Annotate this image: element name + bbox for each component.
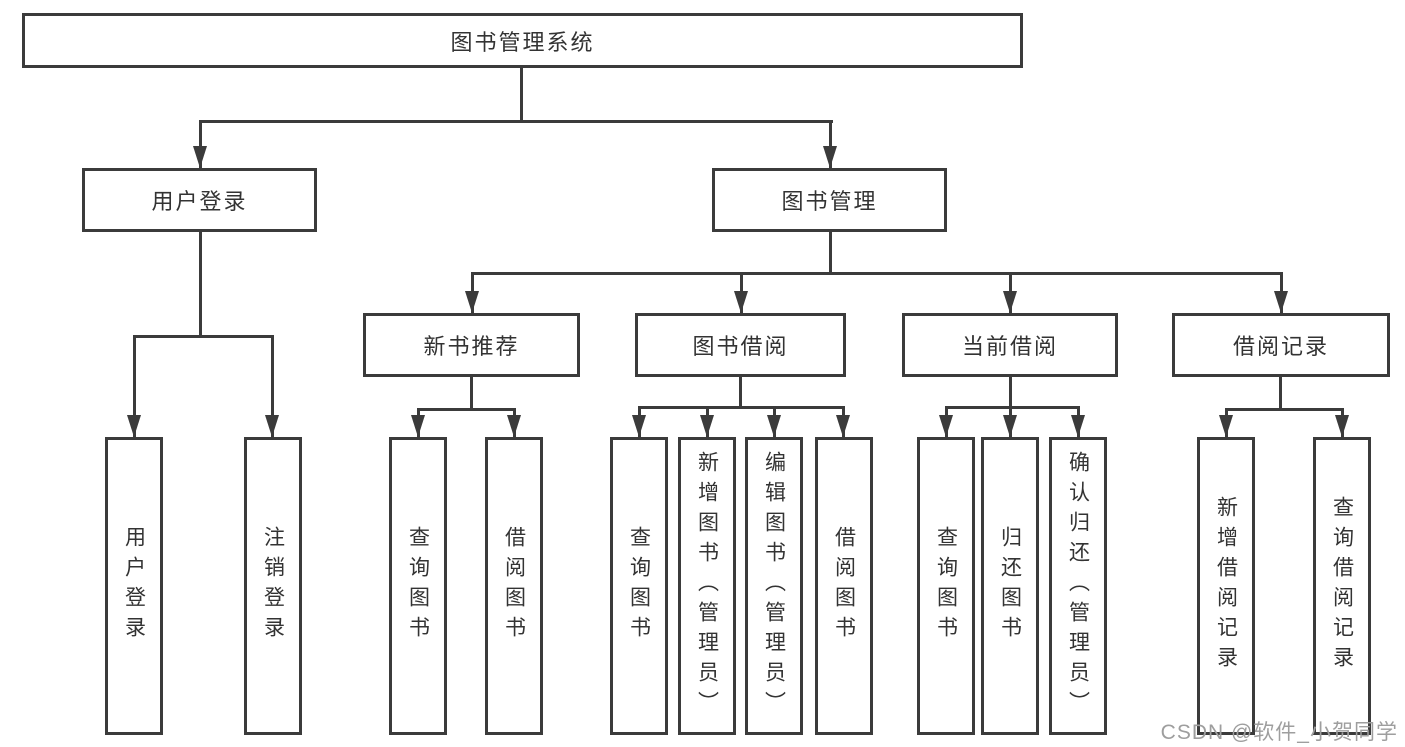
connector-recommend-stem xyxy=(470,377,473,408)
arrow-to-query-books-current xyxy=(939,415,953,437)
leaf-add-books-admin-label: 新增图书（管理员） xyxy=(695,451,719,721)
arrow-to-book-management xyxy=(823,146,837,168)
arrow-to-query-borrow-record xyxy=(1335,415,1349,437)
arrow-to-user-login xyxy=(193,146,207,168)
leaf-edit-books-admin: 编辑图书（管理员） xyxy=(745,437,803,735)
connector-records-bar xyxy=(1225,408,1344,411)
connector-book-mgmt-bar xyxy=(471,272,1282,275)
leaf-query-books-recommend: 查询图书 xyxy=(389,437,447,735)
arrow-to-add-borrow-record xyxy=(1219,415,1233,437)
leaf-borrow-books-recommend-label: 借阅图书 xyxy=(502,526,526,646)
connector-user-login-stem-b xyxy=(271,335,274,437)
connector-root-stem-right xyxy=(829,120,832,168)
node-borrow-records: 借阅记录 xyxy=(1172,313,1390,377)
connector-borrow-bar xyxy=(638,406,845,409)
leaf-borrow-books-recommend: 借阅图书 xyxy=(485,437,543,735)
arrow-to-borrow xyxy=(734,291,748,313)
node-book-management-label: 图书管理 xyxy=(781,189,878,214)
leaf-query-books-recommend-label: 查询图书 xyxy=(406,526,430,646)
arrow-to-borrow-books xyxy=(836,415,850,437)
arrow-to-query-books-borrow xyxy=(632,415,646,437)
node-root: 图书管理系统 xyxy=(22,13,1023,68)
leaf-query-books-borrow: 查询图书 xyxy=(610,437,668,735)
leaf-query-books-borrow-label: 查询图书 xyxy=(627,526,651,646)
arrow-to-records xyxy=(1274,291,1288,313)
leaf-borrow-books: 借阅图书 xyxy=(815,437,873,735)
connector-records-stem xyxy=(1279,377,1282,408)
node-new-book-recommend-label: 新书推荐 xyxy=(423,334,520,359)
leaf-add-borrow-record: 新增借阅记录 xyxy=(1197,437,1255,735)
arrow-to-return-books xyxy=(1003,415,1017,437)
watermark: CSDN @软件_小贺同学 xyxy=(1160,721,1398,744)
leaf-edit-books-admin-label: 编辑图书（管理员） xyxy=(762,451,786,721)
leaf-return-books-label: 归还图书 xyxy=(998,526,1022,646)
connector-current-stem xyxy=(1009,377,1012,406)
arrow-to-borrow-books-rec xyxy=(507,415,521,437)
connector-current-bar xyxy=(945,406,1080,409)
node-new-book-recommend: 新书推荐 xyxy=(363,313,580,377)
node-user-login: 用户登录 xyxy=(82,168,317,232)
leaf-add-books-admin: 新增图书（管理员） xyxy=(678,437,736,735)
node-book-management: 图书管理 xyxy=(712,168,947,232)
connector-recommend-bar xyxy=(417,408,516,411)
node-book-borrow-label: 图书借阅 xyxy=(692,334,789,359)
arrow-to-recommend xyxy=(465,291,479,313)
arrow-to-add-books xyxy=(700,415,714,437)
leaf-confirm-return-admin: 确认归还（管理员） xyxy=(1049,437,1107,735)
connector-book-mgmt-stem xyxy=(829,232,832,272)
arrow-to-leaf-logout xyxy=(265,415,279,437)
connector-root-stem xyxy=(520,68,523,120)
leaf-logout-login-label: 注销登录 xyxy=(261,526,285,646)
leaf-query-borrow-record: 查询借阅记录 xyxy=(1313,437,1371,735)
leaf-add-borrow-record-label: 新增借阅记录 xyxy=(1214,496,1238,676)
leaf-return-books: 归还图书 xyxy=(981,437,1039,735)
node-book-borrow: 图书借阅 xyxy=(635,313,846,377)
arrow-to-leaf-user-login xyxy=(127,415,141,437)
connector-root-stem-left xyxy=(199,120,202,168)
node-user-login-label: 用户登录 xyxy=(151,189,248,214)
connector-root-bar xyxy=(199,120,833,123)
arrow-to-edit-books xyxy=(767,415,781,437)
leaf-user-login: 用户登录 xyxy=(105,437,163,735)
connector-user-login-stem-a xyxy=(133,335,136,437)
leaf-logout-login: 注销登录 xyxy=(244,437,302,735)
leaf-user-login-label: 用户登录 xyxy=(122,526,146,646)
arrow-to-current xyxy=(1003,291,1017,313)
node-borrow-records-label: 借阅记录 xyxy=(1232,334,1329,359)
arrow-to-confirm-return xyxy=(1071,415,1085,437)
leaf-query-books-current-label: 查询图书 xyxy=(934,526,958,646)
leaf-query-borrow-record-label: 查询借阅记录 xyxy=(1330,496,1354,676)
leaf-query-books-current: 查询图书 xyxy=(917,437,975,735)
connector-user-login-stem xyxy=(199,232,202,335)
connector-user-login-bar xyxy=(133,335,273,338)
arrow-to-query-books-rec xyxy=(411,415,425,437)
node-current-borrow: 当前借阅 xyxy=(902,313,1118,377)
leaf-borrow-books-label: 借阅图书 xyxy=(832,526,856,646)
node-current-borrow-label: 当前借阅 xyxy=(961,334,1058,359)
connector-borrow-stem xyxy=(739,377,742,406)
leaf-confirm-return-admin-label: 确认归还（管理员） xyxy=(1066,451,1090,721)
node-root-label: 图书管理系统 xyxy=(450,29,595,55)
